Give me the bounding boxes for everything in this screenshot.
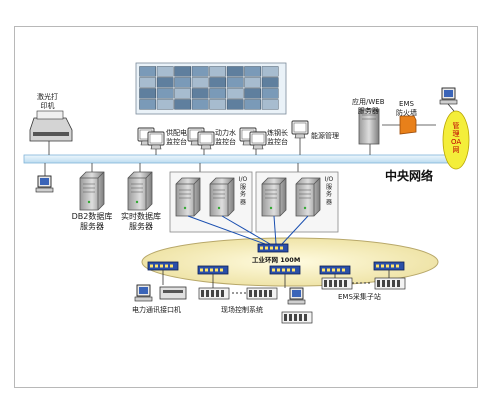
video-wall-tile [174,88,191,99]
video-wall-tile [156,88,174,99]
video-wall-tile [156,66,174,77]
video-wall-tile [191,66,209,77]
realtime-db-server-label: 实时数据库服务器 [121,212,161,231]
ems-substation-rack-2 [374,277,406,290]
video-wall-tile [209,88,226,99]
io-server-group-2 [255,171,339,233]
realtime-database-server [127,171,153,211]
ems-substation-label: EMS采集子站 [338,293,381,301]
video-wall-tile [139,77,156,88]
central-network-bar [23,154,465,164]
video-wall-tile [139,66,156,77]
ring-switch-mid-left [197,265,229,275]
comm-interface-label: 电力通讯接口机 [132,306,181,314]
console-steel-label: 炼钢长监控台 [267,129,288,146]
field-control-label: 现场控制系统 [221,306,263,314]
plc-rack-1 [198,287,230,300]
db2-database-server [79,171,105,211]
laser-printer [29,110,73,142]
dashed-links [232,282,372,294]
video-wall-tile [139,99,156,110]
video-wall-tile [244,77,261,88]
video-wall-tile [209,77,226,88]
ems-substation-rack-1 [321,277,353,290]
oa-network-pc [439,87,458,105]
video-wall-tile [226,66,244,77]
db2-server-label: DB2数据库服务器 [71,212,113,231]
mgmt-oa-network-cloud [442,110,470,170]
energy-mgmt-label: 能源管理 [311,132,339,140]
video-wall-tile [156,99,174,110]
video-wall-tile [261,99,279,110]
video-wall-tile [174,99,191,110]
video-wall-tile [156,77,174,88]
video-wall-tile [191,77,209,88]
console-steam-label: 动力水监控台 [215,129,236,146]
core-ring-switch [257,243,289,253]
industrial-ring-label: 工业环网 100M [252,256,301,264]
field-pc [287,287,306,305]
video-wall-tile [209,99,226,110]
app-web-server [358,108,380,145]
central-network-label: 中央网络 [385,169,434,183]
video-wall-tile [191,99,209,110]
video-wall-tile [191,88,209,99]
video-wall-tile [244,88,261,99]
comm-interface-printer [159,286,187,300]
video-wall-tile [244,66,261,77]
client-workstation [35,175,54,193]
video-wall-tile [244,99,261,110]
ring-switch-mid [269,265,301,275]
video-wall-tile [261,66,279,77]
video-wall-tile [226,99,244,110]
video-wall-tile [174,77,191,88]
io-server-group-1 [169,171,253,233]
ring-switch-right [373,261,405,271]
laser-printer-label: 激光打印机 [37,93,58,110]
video-wall-tile [226,77,244,88]
comm-interface-pc [134,284,153,302]
plc-rack-3 [281,311,313,324]
video-wall-tile [226,88,244,99]
video-wall-tile [261,88,279,99]
video-wall-tile [261,77,279,88]
video-wall-tile [139,88,156,99]
plc-rack-2 [246,287,278,300]
io-uplinks [187,215,309,245]
video-wall-tile [209,66,226,77]
video-wall [135,62,287,115]
ring-switch-left [147,261,179,271]
ring-switch-mid-right [319,265,351,275]
console-power-label: 供配电监控台 [166,129,187,146]
video-wall-tile [174,66,191,77]
ems-firewall-icon [399,115,417,135]
